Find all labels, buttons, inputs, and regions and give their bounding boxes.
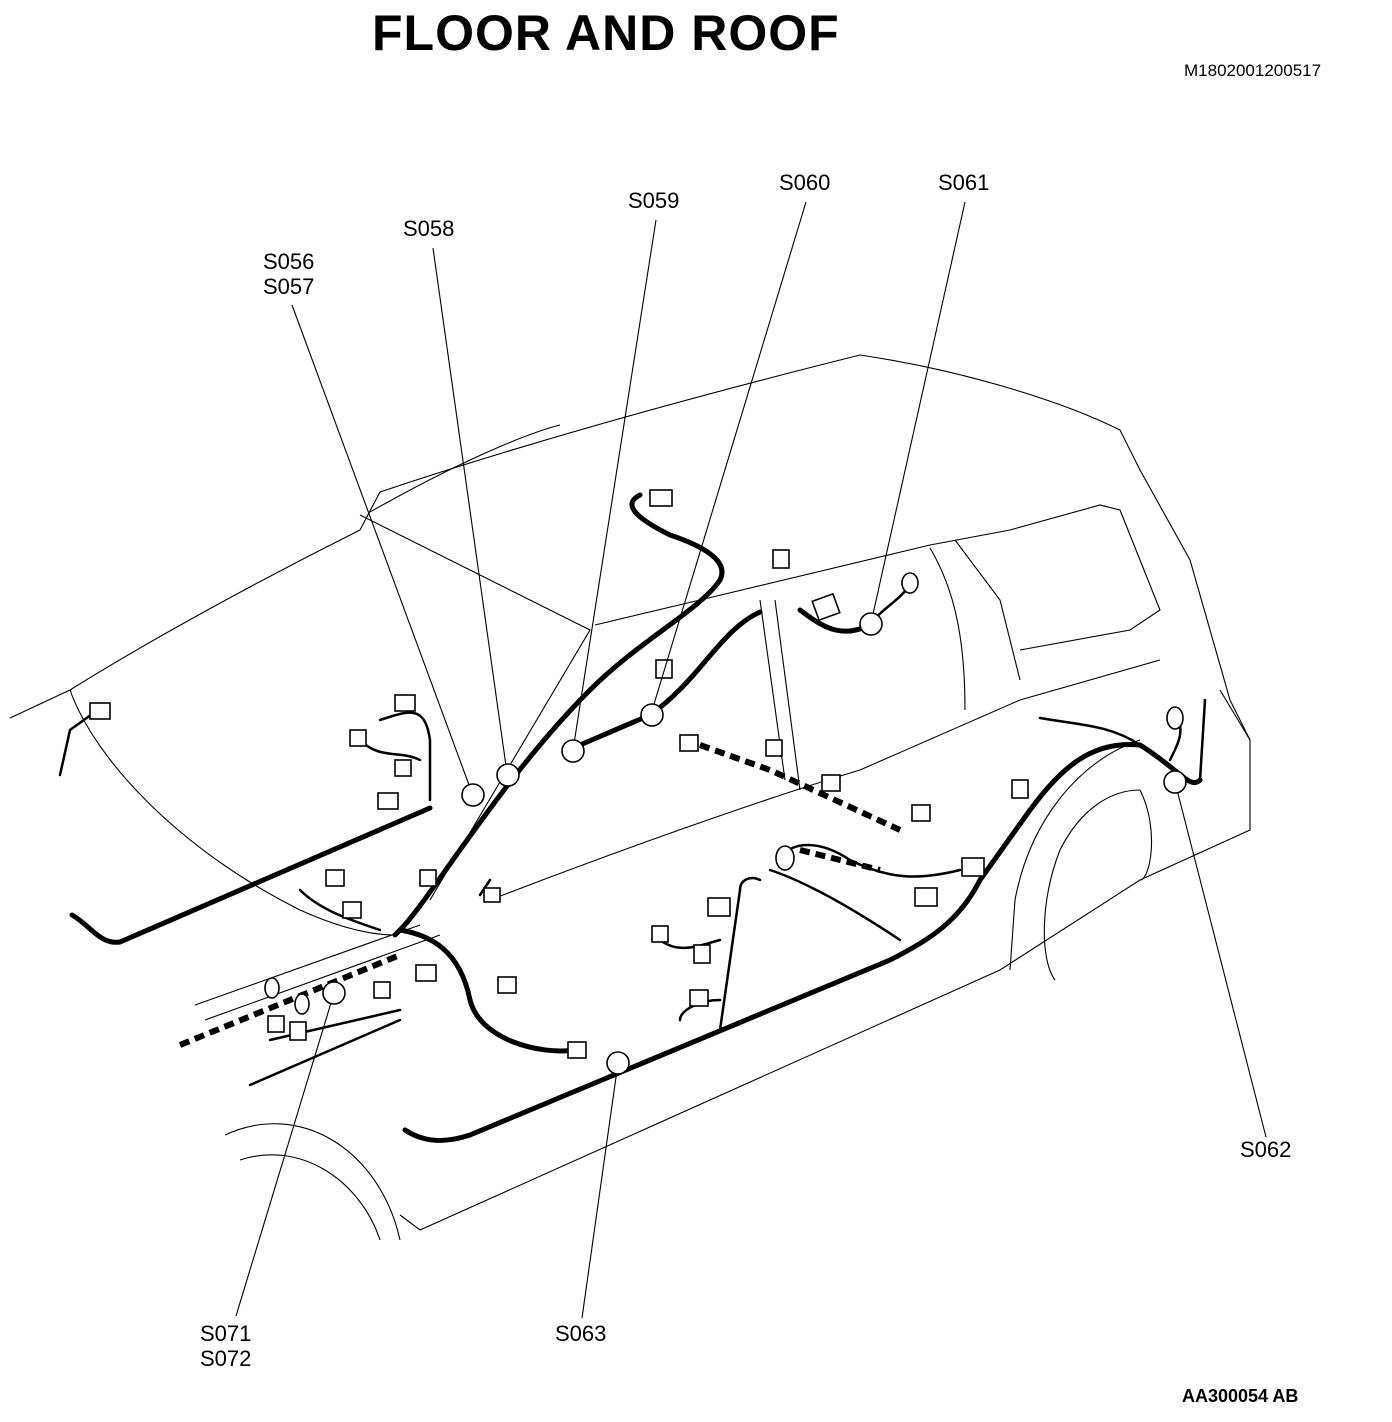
page-title: FLOOR AND ROOF [372,5,840,61]
figure-id: AA300054 AB [1182,1386,1299,1406]
splice-label-s058: S058 [403,216,455,241]
splice-label-s061: S061 [938,170,990,195]
leader-lines [235,201,1267,1319]
splice-label-s059: S059 [628,188,680,213]
splice-label-s071-s072: S071 S072 [200,1321,252,1371]
document-id: M1802001200517 [1184,61,1322,80]
vehicle-outline [9,354,1251,1241]
splice-label-s062: S062 [1240,1137,1292,1162]
splice-label-s056-s057: S056 S057 [263,249,315,299]
wiring-harness [58,492,1207,1143]
splice-label-s060: S060 [779,170,831,195]
connectors [89,489,1184,1059]
splice-markers [322,612,1187,1075]
splice-label-s063: S063 [555,1321,607,1346]
